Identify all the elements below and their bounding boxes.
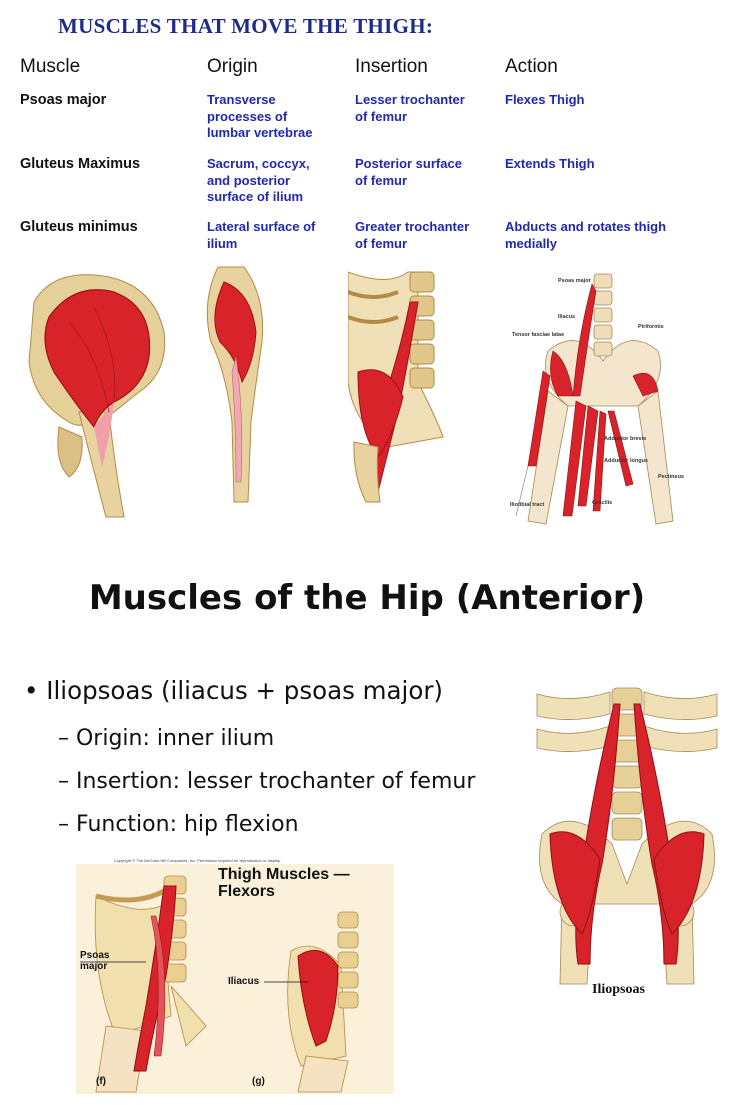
iliopsoas-caption: Iliopsoas bbox=[592, 982, 645, 997]
figure-title: Thigh Muscles —Flexors bbox=[218, 866, 350, 900]
row-muscle-name: Gluteus minimus bbox=[20, 219, 138, 235]
row-action: Extends Thigh bbox=[505, 156, 595, 171]
header-insertion: Insertion bbox=[355, 56, 428, 77]
label-iliacus: Iliacus bbox=[558, 314, 575, 320]
psoas-illustration bbox=[348, 262, 458, 507]
label-iliacus: Iliacus bbox=[228, 976, 260, 987]
iliopsoas-illustration bbox=[532, 684, 722, 1014]
section-title: Muscles of the Hip (Anterior) bbox=[88, 578, 646, 618]
panel-label-g: (g) bbox=[252, 1076, 265, 1087]
detail-function: – Function: hip flexion bbox=[58, 812, 299, 837]
label-iliotibial: Iliotibial tract bbox=[510, 502, 544, 508]
figure-copyright: Copyright © The McGraw-Hill Companies, I… bbox=[114, 858, 281, 863]
label-adductor-longus: Adductor longus bbox=[604, 458, 648, 464]
row-muscle-name: Psoas major bbox=[20, 92, 107, 108]
detail-insertion: – Insertion: lesser trochanter of femur bbox=[58, 769, 476, 794]
table-title: MUSCLES THAT MOVE THE THIGH: bbox=[58, 14, 434, 38]
gluteus-minimus-illustration bbox=[196, 262, 276, 507]
label-piriformis: Piriformis bbox=[638, 324, 664, 330]
label-adductor-brevis: Adductor brevis bbox=[604, 436, 646, 442]
row-action: Flexes Thigh bbox=[505, 92, 585, 107]
bullet-dot: • bbox=[24, 676, 47, 705]
thigh-flexors-figure: Copyright © The McGraw-Hill Companies, I… bbox=[76, 856, 394, 1094]
header-origin: Origin bbox=[207, 56, 258, 77]
label-psoas-major: Psoas major bbox=[558, 278, 592, 284]
label-pectineus: Pectineus bbox=[658, 474, 684, 480]
panel-label-f: (f) bbox=[96, 1076, 106, 1087]
header-action: Action bbox=[505, 56, 558, 77]
anterior-thigh-diagram: Psoas major Iliacus Tensor fasciae latae… bbox=[508, 266, 704, 528]
bullet-iliopsoas: • Iliopsoas (iliacus + psoas major) bbox=[24, 676, 443, 705]
label-tensor: Tensor fasciae latae bbox=[512, 332, 564, 338]
row-muscle-name: Gluteus Maximus bbox=[20, 156, 141, 172]
gluteus-maximus-illustration bbox=[14, 262, 174, 522]
header-muscle: Muscle bbox=[20, 56, 81, 77]
label-gracilis: Gracilis bbox=[592, 500, 612, 506]
detail-origin: – Origin: inner ilium bbox=[58, 726, 275, 751]
